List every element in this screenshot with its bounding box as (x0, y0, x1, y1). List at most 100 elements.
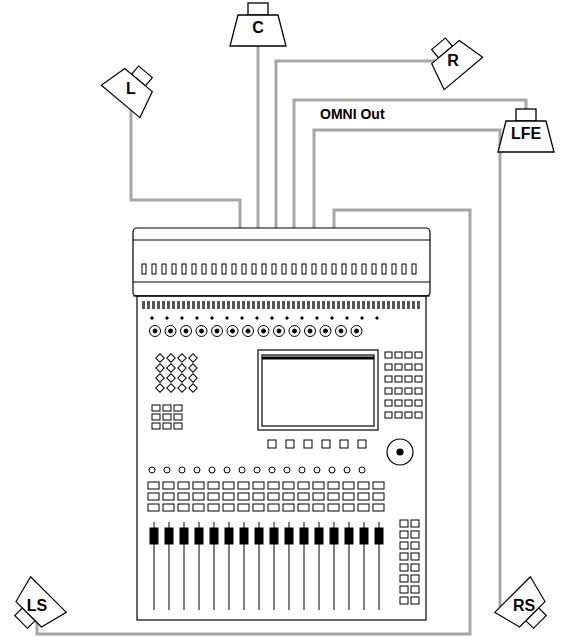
speaker-label: RS (513, 598, 535, 614)
speaker-node: L (96, 58, 166, 120)
fader-cap (150, 528, 158, 544)
button (174, 423, 182, 429)
select-key (167, 354, 175, 362)
indicator-dot (226, 317, 228, 319)
channel-button (298, 504, 309, 511)
knob-cap (339, 329, 343, 333)
channel-button (283, 493, 294, 500)
channel-button (253, 504, 264, 511)
knob-cap (200, 329, 204, 333)
rotary-knob (274, 326, 285, 337)
rotary-knob (336, 326, 347, 337)
select-key (156, 354, 164, 362)
select-key (167, 384, 175, 392)
button (400, 586, 408, 593)
channel-strip-mark (142, 301, 145, 309)
channel-strip-mark (242, 301, 245, 309)
channel-button (373, 504, 384, 511)
meter-segment (282, 264, 286, 274)
select-key (178, 384, 186, 392)
button (411, 597, 419, 604)
button (395, 388, 402, 394)
button (415, 388, 422, 394)
meter-segment (212, 264, 216, 274)
fader-cap (210, 528, 218, 544)
small-knob (194, 467, 200, 473)
console-edge (133, 295, 430, 296)
meter-segment (172, 264, 176, 274)
channel-button (343, 493, 354, 500)
jog-wheel-dimple (397, 449, 403, 455)
channel-strip-mark (327, 301, 330, 309)
indicator-dot (181, 317, 183, 319)
console-edge (133, 239, 430, 240)
small-knob (329, 467, 335, 473)
button (415, 352, 422, 358)
small-knob (254, 467, 260, 473)
channel-button (358, 493, 369, 500)
channel-strip-mark (402, 301, 405, 309)
mixing-console (133, 228, 430, 620)
channel-button (373, 482, 384, 489)
rotary-knob (243, 326, 254, 337)
knob-cap (153, 329, 157, 333)
channel-button (208, 504, 219, 511)
select-key (189, 364, 197, 372)
rotary-knob (258, 326, 269, 337)
button (395, 352, 402, 358)
channel-strip-mark (247, 301, 250, 309)
channel-strip-mark (267, 301, 270, 309)
button (286, 440, 294, 448)
indicator-dot (241, 317, 243, 319)
meter-segment (142, 264, 146, 274)
button (395, 364, 402, 370)
button (415, 364, 422, 370)
fader-cap (255, 528, 263, 544)
channel-strip-mark (202, 301, 205, 309)
button (405, 412, 412, 418)
channel-button (298, 482, 309, 489)
select-key (156, 364, 164, 372)
small-knob (359, 467, 365, 473)
button (405, 376, 412, 382)
speaker-label: LS (27, 598, 47, 614)
indicator-dot (316, 317, 318, 319)
channel-strip-mark (357, 301, 360, 309)
channel-button (178, 493, 189, 500)
button (385, 364, 392, 370)
channel-button (268, 504, 279, 511)
channel-strip-mark (257, 301, 260, 309)
button (385, 388, 392, 394)
channel-button (163, 482, 174, 489)
console-meter-bridge (133, 228, 430, 296)
channel-strip-mark (192, 301, 195, 309)
channel-strip-mark (177, 301, 180, 309)
channel-button (298, 493, 309, 500)
channel-strip-mark (387, 301, 390, 309)
fader-cap (375, 528, 383, 544)
button (152, 414, 160, 420)
meter-segment (232, 264, 236, 274)
small-knob (164, 467, 170, 473)
channel-button (178, 504, 189, 511)
meter-segment (182, 264, 186, 274)
button (400, 542, 408, 549)
rotary-knob (305, 326, 316, 337)
indicator-dot (271, 317, 273, 319)
channel-strip-mark (377, 301, 380, 309)
button (411, 531, 419, 538)
channel-button (373, 493, 384, 500)
button (400, 575, 408, 582)
channel-button (313, 504, 324, 511)
fader-cap (300, 528, 308, 544)
small-knob (269, 467, 275, 473)
channel-button (193, 493, 204, 500)
fader-cap (270, 528, 278, 544)
channel-strip-mark (217, 301, 220, 309)
meter-segment (402, 264, 406, 274)
button (304, 440, 312, 448)
small-knob (209, 467, 215, 473)
knob-cap (293, 329, 297, 333)
channel-strip-mark (282, 301, 285, 309)
meter-segment (252, 264, 256, 274)
